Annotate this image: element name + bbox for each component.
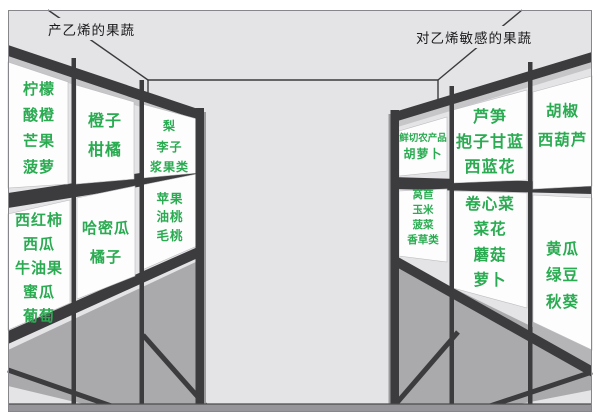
produce-item: 毛桃 (156, 227, 184, 243)
produce-item: 梨 (162, 119, 176, 133)
produce-item: 柠檬 (22, 80, 55, 98)
left-rack-top-rail (8, 45, 204, 122)
produce-item: 浆果类 (149, 160, 189, 175)
produce-item: 西红柿 (14, 211, 63, 229)
left-rack-post-2 (139, 80, 144, 406)
produce-item: 橙子 (87, 111, 122, 130)
produce-item: 西瓜 (22, 234, 55, 253)
produce-item: 蜜瓜 (22, 282, 55, 301)
produce-item: 秋葵 (545, 292, 579, 311)
produce-item: 绿豆 (545, 266, 579, 285)
right-rack-floor-gap (504, 390, 592, 407)
produce-item: 莴苣 (412, 189, 434, 201)
panel-text-oranges: 橙子 柑橘 (76, 111, 134, 159)
produce-item: 芦笋 (472, 107, 507, 126)
produce-item: 菠萝 (22, 157, 55, 176)
produce-item: 西葫芦 (537, 131, 588, 150)
produce-item: 酸橙 (22, 105, 55, 124)
produce-item: 菠菜 (412, 219, 434, 232)
produce-item: 胡椒 (545, 102, 579, 120)
shelf-panel-left-5 (76, 185, 136, 300)
right-rack-low-deck-edge (533, 322, 592, 366)
right-rack-corner-post (390, 110, 399, 407)
produce-item: 油桃 (156, 209, 184, 225)
produce-item: 胡萝卜 (403, 147, 443, 162)
right-rack-post-1 (449, 86, 454, 406)
label-ethylene-producing: 产乙烯的果蔬 (45, 18, 138, 40)
panel-text-freshcut-carrot: 鲜切农产品 胡萝卜 (399, 133, 447, 162)
produce-item: 西蓝花 (464, 156, 516, 176)
produce-item: 鲜切农产品 (399, 133, 447, 144)
right-rack-top-rail (391, 52, 592, 123)
left-rack-corner-post (195, 108, 204, 407)
left-rack-brace-rear (141, 333, 207, 407)
right-rack-corner-post-highlight (388, 114, 391, 407)
right-rack-brace-rear (393, 330, 460, 407)
left-rack-ethylene-producers (7, 45, 207, 412)
left-rack-post-1 (71, 58, 76, 406)
produce-item: 黄瓜 (545, 240, 579, 258)
panel-text-pepper-zucchini: 胡椒 西葫芦 (533, 103, 592, 149)
produce-item: 苹果 (156, 191, 184, 206)
produce-item: 抱子甘蓝 (455, 131, 524, 151)
produce-item: 李子 (156, 139, 183, 154)
panel-text-cucumber-okra: 黄瓜 绿豆 秋葵 (533, 240, 592, 311)
left-rack-corner-post-highlight (204, 112, 206, 407)
panel-text-lettuce-herbs: 莴苣 玉米 菠菜 香草类 (399, 189, 447, 247)
left-rack-bottom-rail (8, 246, 200, 344)
label-ethylene-sensitive: 对乙烯敏感的果蔬 (413, 26, 535, 48)
left-rack-bottom-deck (8, 260, 204, 407)
produce-item: 萝卜 (473, 271, 507, 290)
floor-front-strip (8, 404, 592, 412)
produce-item: 橘子 (89, 247, 122, 266)
produce-item: 玉米 (412, 204, 434, 217)
panel-text-tomato-melon: 西红柿 西瓜 牛油果 蜜瓜 葡萄 (8, 211, 70, 325)
produce-item: 葡萄 (22, 306, 55, 325)
panel-text-cantaloupe: 哈密瓜 橘子 (77, 219, 135, 266)
produce-item: 芒果 (22, 131, 55, 150)
produce-item: 柑橘 (87, 139, 122, 159)
right-rack-bottom-rail (391, 253, 592, 377)
panel-text-cabbage-mushroom: 卷心菜 菜花 蘑菇 萝卜 (452, 196, 528, 289)
right-rack-ethylene-sensitive (388, 52, 593, 412)
produce-item: 牛油果 (14, 258, 63, 277)
right-rack-top-deck-edge (391, 62, 592, 129)
produce-item: 卷心菜 (465, 195, 515, 213)
produce-item: 菜花 (473, 220, 507, 239)
panel-text-citrus-tropical: 柠檬 酸橙 芒果 菠萝 (10, 80, 68, 176)
panel-text-pears-berries: 梨 李子 浆果类 (142, 120, 197, 174)
produce-item: 香草类 (407, 234, 439, 247)
right-rack-post-2 (528, 62, 533, 406)
produce-item: 蘑菇 (473, 245, 507, 264)
panel-text-apple-peach: 苹果 油桃 毛桃 (143, 192, 197, 242)
panel-text-asparagus-broccoli: 芦笋 抱子甘蓝 西蓝花 (452, 107, 528, 176)
produce-item: 哈密瓜 (81, 219, 130, 237)
right-rack-bottom-deck (396, 262, 592, 407)
left-rack-brace-front (7, 367, 121, 412)
